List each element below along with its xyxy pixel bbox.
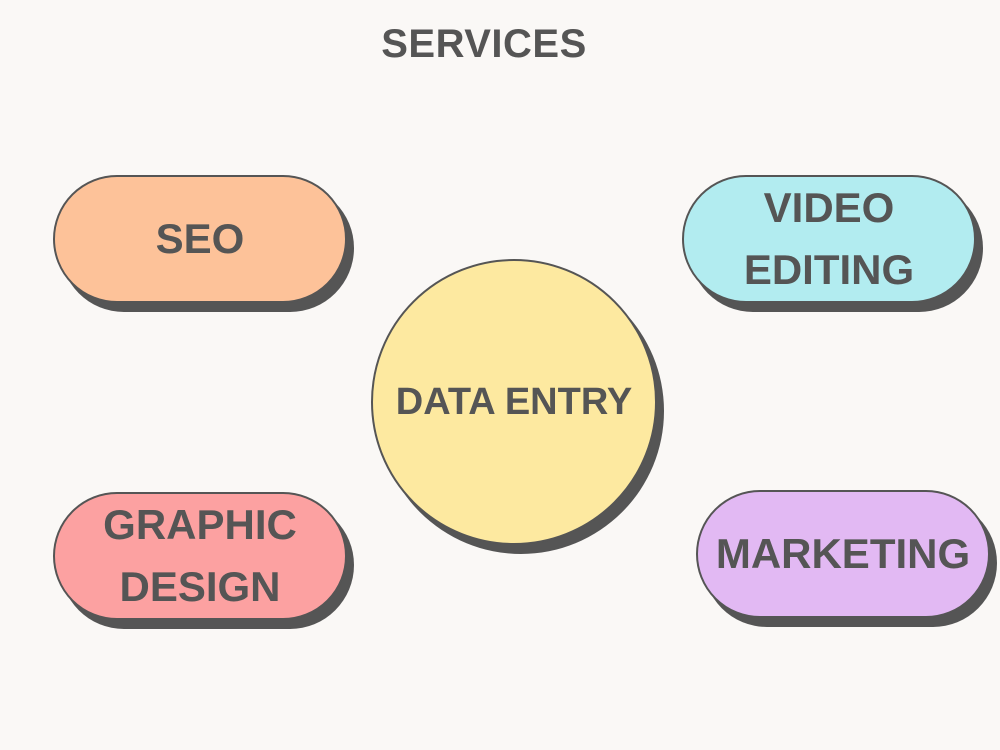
central-service-label: DATA ENTRY [395, 381, 633, 423]
service-seo: SEO [53, 175, 347, 303]
service-graphic-design: GRAPHIC DESIGN [53, 492, 347, 620]
service-seo-label: SEO [155, 215, 245, 262]
service-video-editing-label: VIDEO EDITING [743, 184, 915, 293]
service-marketing-label: MARKETING [715, 530, 971, 577]
service-graphic-design-label: GRAPHIC DESIGN [103, 501, 297, 610]
service-marketing: MARKETING [696, 490, 990, 618]
central-service-data-entry: DATA ENTRY [371, 259, 657, 545]
page-title: SERVICES [381, 22, 587, 66]
service-video-editing: VIDEO EDITING [682, 175, 976, 303]
